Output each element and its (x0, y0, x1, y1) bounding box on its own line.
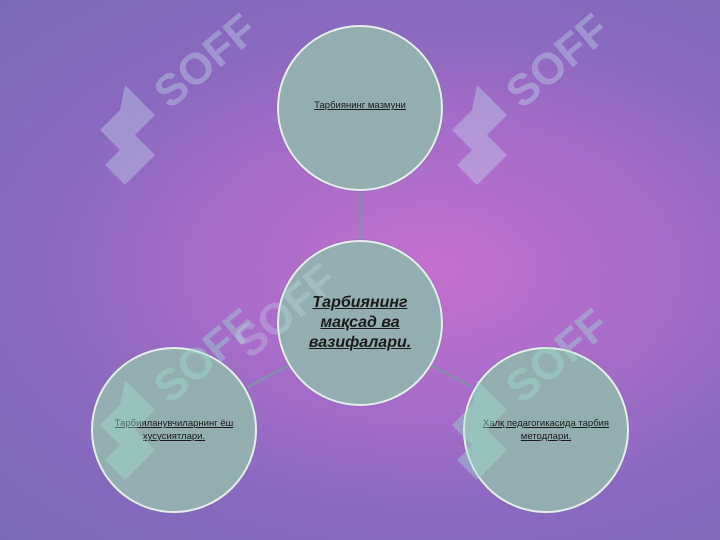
node-content-label: Тарбиянинг мазмуни (314, 100, 406, 111)
connector-left (247, 365, 289, 388)
node-goals-label: Тарбиянинг мақсад ва вазифалари. (308, 294, 412, 351)
connector-right (431, 365, 473, 388)
node-age-features[interactable]: Тарбияланувчиларнинг ёш хусусиятлари. (91, 347, 257, 513)
node-content[interactable]: Тарбиянинг мазмуни (277, 25, 443, 191)
node-goals[interactable]: Тарбиянинг мақсад ва вазифалари. (277, 240, 443, 406)
node-folk-methods[interactable]: Халқ педагогикасида тарбия методлари. (463, 347, 629, 513)
node-folk-methods-label: Халқ педагогикасида тарбия методлари. (482, 418, 610, 442)
node-age-features-label: Тарбияланувчиларнинг ёш хусусиятлари. (114, 418, 234, 442)
